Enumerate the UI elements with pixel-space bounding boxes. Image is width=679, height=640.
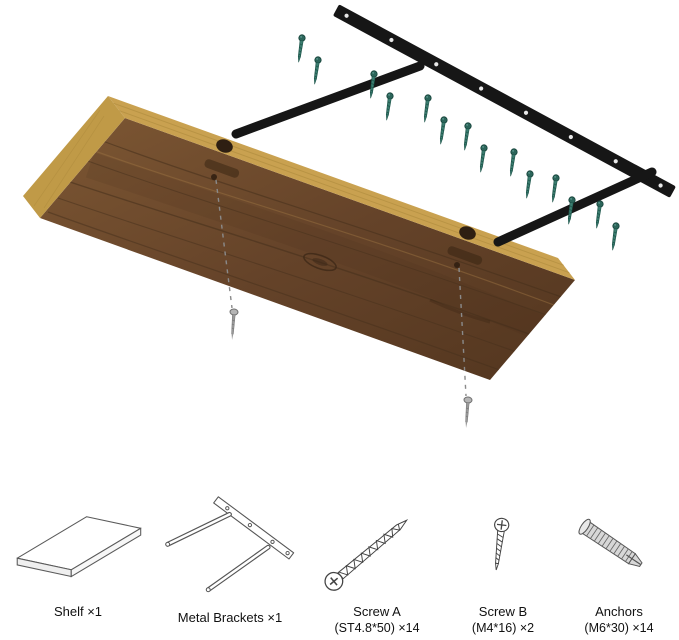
screw-hole bbox=[454, 262, 460, 268]
bracket-bar bbox=[333, 4, 676, 198]
edge-texture bbox=[113, 102, 570, 274]
rod-hole bbox=[216, 139, 233, 153]
part-metal-brackets: Metal Brackets ×1 bbox=[154, 496, 306, 638]
part-screw-a: Screw A (ST4.8*50) ×14 bbox=[306, 496, 448, 638]
green-screw-icon bbox=[476, 143, 489, 174]
screw-b-icon bbox=[450, 496, 556, 604]
screw-hole bbox=[211, 174, 217, 180]
green-screw-icon bbox=[608, 221, 621, 252]
keyhole-slot bbox=[447, 246, 483, 265]
part-spec: (M4*16) ×2 bbox=[471, 621, 535, 635]
gray-screw-icon bbox=[461, 396, 473, 429]
green-screw-icon bbox=[592, 199, 605, 230]
part-shelf: Shelf ×1 bbox=[4, 496, 152, 638]
part-label: Screw B bbox=[478, 604, 528, 619]
bracket-rod bbox=[231, 61, 425, 139]
screw-a-icon bbox=[306, 496, 448, 604]
wood-shelf-board bbox=[23, 96, 575, 380]
part-label: Anchors bbox=[595, 604, 643, 619]
shelf-bottom-face bbox=[40, 118, 575, 380]
green-screw-icon bbox=[420, 93, 433, 124]
keyhole-slot bbox=[204, 159, 240, 178]
endcap-texture bbox=[33, 109, 105, 209]
rod-hole bbox=[459, 226, 476, 240]
wood-grain bbox=[47, 139, 571, 373]
bracket-rail bbox=[333, 4, 676, 198]
part-label: Screw A bbox=[353, 604, 401, 619]
shelf-end-cap bbox=[23, 96, 125, 218]
gray-screw-icon bbox=[227, 308, 239, 341]
part-screw-b: Screw B (M4*16) ×2 bbox=[450, 496, 556, 638]
green-screw-icon bbox=[294, 33, 307, 64]
exploded-view-svg bbox=[23, 4, 676, 429]
parts-list: Shelf ×1 bbox=[0, 492, 679, 640]
part-anchors: Anchors (M6*30) ×14 bbox=[560, 496, 678, 638]
green-screw-icon bbox=[522, 169, 535, 200]
anchors-icon bbox=[560, 496, 678, 604]
green-screw-icon bbox=[460, 121, 473, 152]
bracket-mounting-holes bbox=[344, 13, 663, 188]
green-screw-icon bbox=[382, 91, 395, 122]
dashed-guide-line bbox=[215, 179, 233, 309]
shelf-icon bbox=[4, 496, 152, 604]
part-label: Shelf ×1 bbox=[53, 604, 103, 619]
part-spec: (ST4.8*50) ×14 bbox=[334, 621, 420, 635]
bracket-rod bbox=[493, 167, 657, 247]
green-screw-icon bbox=[548, 173, 561, 204]
green-screw-icon bbox=[506, 147, 519, 178]
wood-knot bbox=[303, 252, 337, 272]
green-screw-icon bbox=[436, 115, 449, 146]
dashed-guide-line bbox=[458, 267, 467, 397]
part-spec: (M6*30) ×14 bbox=[584, 621, 654, 635]
exploded-view bbox=[23, 4, 676, 429]
part-label: Metal Brackets ×1 bbox=[177, 610, 283, 625]
alignment-guides bbox=[211, 174, 473, 429]
green-screw-icon bbox=[310, 55, 323, 86]
metal-brackets-icon bbox=[154, 496, 306, 610]
